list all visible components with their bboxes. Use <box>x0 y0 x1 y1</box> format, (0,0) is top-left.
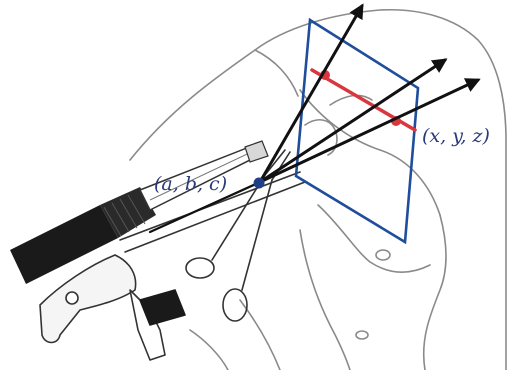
arrow-icon <box>260 6 362 182</box>
target-plane <box>296 20 418 242</box>
laparoscope-tool <box>10 141 268 284</box>
trajectory-arrows <box>150 6 478 232</box>
entry-point-label: (a, b, c) <box>154 173 227 195</box>
target-point-label: (x, y, z) <box>422 125 490 147</box>
entry-point-dot <box>254 178 265 189</box>
